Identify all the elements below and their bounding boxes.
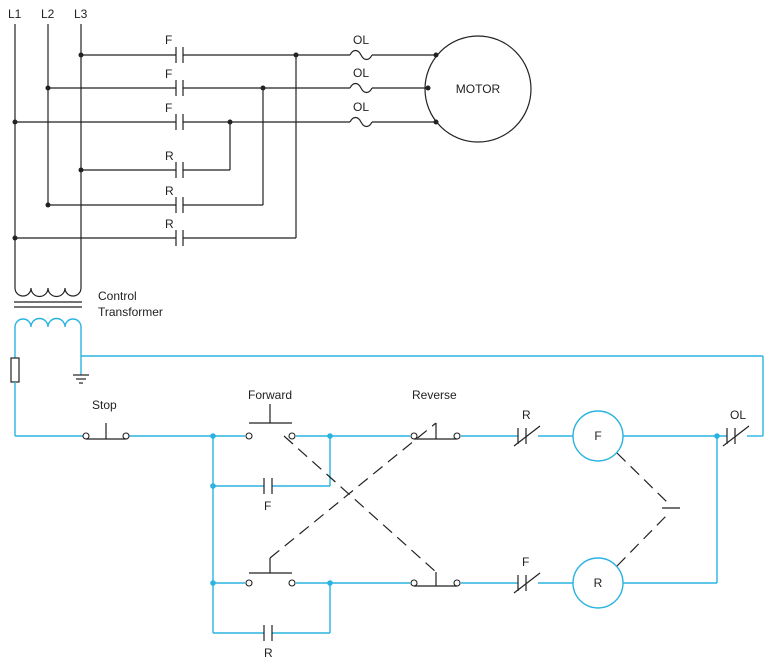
motor-symbol [424,35,532,143]
ground-symbol [73,330,89,384]
ol-heater-3-label: OL [353,100,369,114]
ol-control-contact [722,425,750,447]
forward-pushbutton [245,404,296,440]
forward-label: Forward [248,388,292,402]
reverse-power-rows [15,55,297,246]
reverse-seal-contact [263,625,273,641]
power-junction-dots [12,52,439,241]
f-power-contact-1-label: F [165,33,172,47]
control-return-wire [81,355,764,436]
forward-seal-contact [263,478,273,494]
control-rung-wires [15,435,763,634]
r-interlock-label: R [522,408,531,422]
l3-label: L3 [74,7,88,21]
supply-lines [14,24,82,285]
l2-label: L2 [41,7,55,21]
f-interlock-contact [513,572,541,594]
control-junction-dots [210,433,720,586]
r-power-contact-1-label: R [165,149,174,163]
transformer-label-line1: Control [98,289,137,303]
overload-heaters [349,49,436,128]
transformer-label-line2: Transformer [98,305,163,319]
stop-pushbutton [82,423,130,440]
forward-coil [572,410,624,462]
f-power-contact-2-label: F [165,67,172,81]
f-interlock-label: F [522,555,529,569]
reverse-pushbutton [410,423,461,440]
stop-label: Stop [92,398,117,412]
r-coil-label: R [594,576,603,590]
control-transformer [14,285,82,330]
motor-label: MOTOR [456,82,501,96]
mechanical-interlock-linkage [269,422,437,573]
f-seal-label: F [264,499,271,513]
reverse-no-lower [410,572,461,587]
forward-nc-lower [245,558,296,587]
r-seal-label: R [264,646,273,660]
l1-label: L1 [8,7,22,21]
forward-power-rows [15,47,350,130]
ol-heater-2-label: OL [353,66,369,80]
ol-heater-1-label: OL [353,33,369,47]
r-power-contact-2-label: R [165,184,174,198]
reverse-coil [572,557,624,609]
r-interlock-contact [513,425,541,447]
f-power-contact-3-label: F [165,101,172,115]
ol-contact-label: OL [730,408,746,422]
r-power-contact-3-label: R [165,217,174,231]
f-coil-label: F [594,429,601,443]
reverse-label: Reverse [412,388,457,402]
control-fuse [10,330,20,436]
coil-interlock-linkage [616,452,680,567]
